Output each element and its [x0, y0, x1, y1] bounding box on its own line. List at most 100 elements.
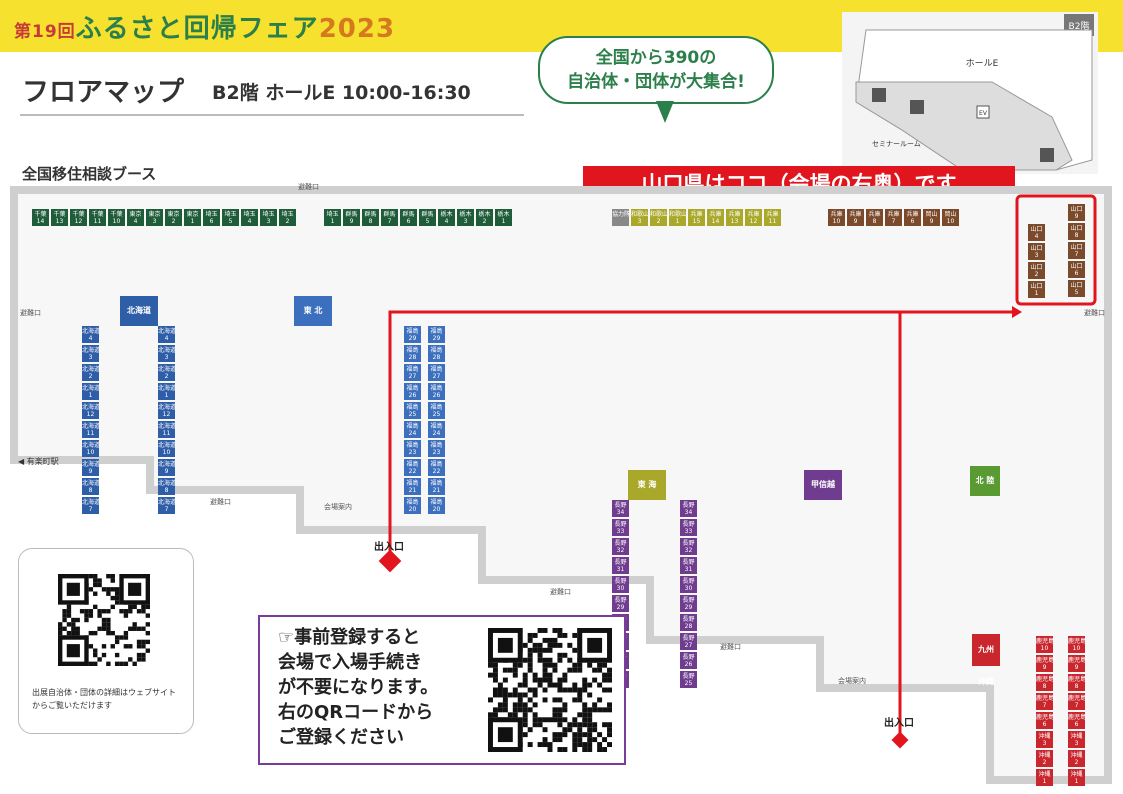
booth: 兵庫 8: [866, 209, 883, 226]
booth: 兵庫 9: [847, 209, 864, 226]
evac-label-right: 避難口: [1084, 309, 1105, 317]
booth: 和歌山 1: [669, 209, 686, 226]
booth: 埼玉 3: [260, 209, 277, 226]
qr-code-left[interactable]: [58, 574, 150, 666]
evac-label-left: 避難口: [20, 309, 41, 317]
booth: 鹿児島 10: [1068, 636, 1085, 653]
booth: 鹿児島 9: [1068, 655, 1085, 672]
booth: 福島 25: [428, 402, 445, 419]
booth: 福島 29: [428, 326, 445, 343]
booth: 兵庫 13: [726, 209, 743, 226]
booth: 福島 29: [404, 326, 421, 343]
bubble-line-1: 全国から390の: [595, 48, 717, 68]
evac-label-bottom-3: 避難口: [720, 643, 741, 651]
booth: 福島 23: [404, 440, 421, 457]
minimap-ev-label: EV: [979, 110, 988, 117]
booth-kyoryoku: 協力隊: [612, 209, 629, 226]
booth: 群馬 6: [400, 209, 417, 226]
booth: 福島 23: [428, 440, 445, 457]
booth: 長野 26: [680, 652, 697, 669]
info-desk-right: 会場案内: [838, 677, 866, 685]
booth: 鹿児島 9: [1036, 655, 1053, 672]
booth: 長野 27: [680, 633, 697, 650]
evac-label-bottom-1: 避難口: [210, 498, 231, 506]
booth: 福島 22: [404, 459, 421, 476]
speech-bubble: 全国から390の 自治体・団体が大集合!: [538, 36, 774, 104]
booth: 福島 20: [428, 497, 445, 514]
minimap-seminar-label: セミナールーム: [872, 140, 921, 148]
booth: 兵庫 15: [688, 209, 705, 226]
booth: 福島 28: [404, 345, 421, 362]
qr-code-right[interactable]: [488, 628, 612, 752]
booth: 長野 34: [612, 500, 629, 517]
booth: 千葉 12: [70, 209, 87, 226]
booth: 福島 26: [428, 383, 445, 400]
booth: 埼玉 6: [203, 209, 220, 226]
booth: 兵庫 12: [745, 209, 762, 226]
booth: 北海道 1: [158, 383, 175, 400]
booth: 福島 24: [428, 421, 445, 438]
booth: 千葉 13: [51, 209, 68, 226]
booth: 和歌山 2: [650, 209, 667, 226]
booth: 埼玉 5: [222, 209, 239, 226]
minimap-floor-badge: B2階: [1069, 21, 1090, 32]
booth: 鹿児島 7: [1068, 693, 1085, 710]
booth: 北海道 10: [82, 440, 99, 457]
booth: 埼玉 4: [241, 209, 258, 226]
floor-hours: B2階 ホールE 10:00-16:30: [212, 82, 471, 104]
yurakucho-station: ◀ 有楽町駅: [18, 457, 59, 466]
booth: 鹿児島 7: [1036, 693, 1053, 710]
booth: 北海道 7: [158, 497, 175, 514]
booth: 沖縄 1: [1068, 769, 1085, 786]
booth: 沖縄 2: [1068, 750, 1085, 767]
booth: 栃木 2: [476, 209, 493, 226]
section-label: 全国移住相談ブース: [22, 165, 157, 183]
overview-minimap: B2階 EV ホールE セミナールーム: [842, 12, 1098, 174]
booth: 埼玉 2: [279, 209, 296, 226]
title-divider: [20, 114, 524, 116]
booth: 長野 29: [680, 595, 697, 612]
booth: 兵庫 7: [885, 209, 902, 226]
fair-edition: 第19回: [14, 22, 76, 42]
booth: 千葉 10: [108, 209, 125, 226]
booth: 長野 30: [680, 576, 697, 593]
booth-yamaguchi: 山口 4: [1028, 224, 1045, 241]
booth: 北海道 4: [82, 326, 99, 343]
booth: 兵庫 6: [904, 209, 921, 226]
evac-label-bottom-2: 避難口: [550, 588, 571, 596]
booth: 沖縄 1: [1036, 769, 1053, 786]
booth: 沖縄 3: [1036, 731, 1053, 748]
booth: 栃木 1: [495, 209, 512, 226]
booth: 福島 26: [404, 383, 421, 400]
page-title: フロアマップ: [22, 77, 184, 108]
booth: 千葉 11: [89, 209, 106, 226]
booth: 兵庫 14: [707, 209, 724, 226]
booth: 兵庫 10: [828, 209, 845, 226]
reg-line-5: ご登録ください: [278, 727, 404, 748]
booth: 鹿児島 10: [1036, 636, 1053, 653]
booth: 福島 27: [428, 364, 445, 381]
region-label-tohoku: 東 北: [294, 296, 332, 326]
booth: 兵庫 11: [764, 209, 781, 226]
booth: 福島 21: [428, 478, 445, 495]
booth: 群馬 7: [381, 209, 398, 226]
booth: 北海道 7: [82, 497, 99, 514]
bubble-tail: [656, 101, 674, 123]
booth: 長野 29: [612, 595, 629, 612]
booth: 福島 20: [404, 497, 421, 514]
booth-yamaguchi: 山口 6: [1068, 261, 1085, 278]
booth: 群馬 8: [362, 209, 379, 226]
booth-yamaguchi: 山口 1: [1028, 281, 1045, 298]
floor-plan: [10, 186, 1112, 784]
booth-yamaguchi: 山口 3: [1028, 243, 1045, 260]
reg-line-1: ☞事前登録すると: [278, 627, 421, 648]
info-desk-left: 会場案内: [324, 503, 352, 511]
booth: 福島 22: [428, 459, 445, 476]
fair-year: 2023: [318, 14, 396, 44]
qr-card-caption: 出展自治体・団体の詳細はウェブサイトからご覧いただけます: [32, 688, 176, 710]
booth: 東京 2: [165, 209, 182, 226]
booth: 和歌山 3: [631, 209, 648, 226]
booth-yamaguchi: 山口 9: [1068, 204, 1085, 221]
booth: 埼玉 1: [324, 209, 341, 226]
